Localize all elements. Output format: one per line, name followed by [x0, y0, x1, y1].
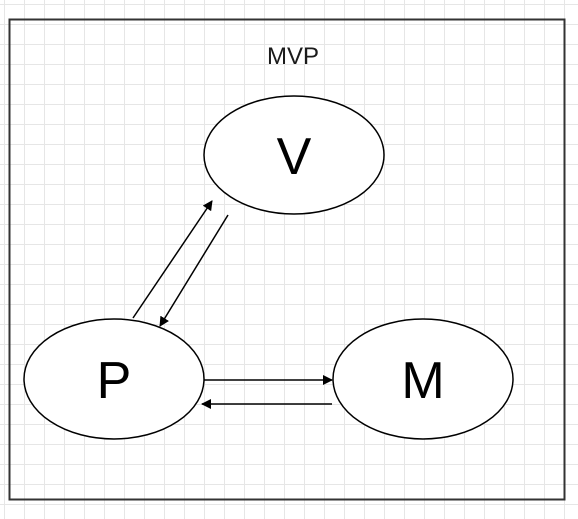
presenter-node-label: P	[97, 352, 132, 410]
presenter-node[interactable]: P	[23, 318, 205, 440]
view-node[interactable]: V	[203, 95, 385, 215]
model-node[interactable]: M	[332, 318, 514, 440]
view-node-shape	[203, 95, 385, 215]
arrow-view-to-presenter[interactable]	[159, 214, 229, 327]
presenter-node-shape	[23, 318, 205, 440]
model-node-shape	[332, 318, 514, 440]
container-title: MVP	[267, 43, 319, 70]
model-node-label: M	[401, 352, 444, 410]
container-box	[8, 18, 566, 501]
arrow-presenter-to-view[interactable]	[132, 200, 213, 319]
view-node-label: V	[277, 128, 312, 186]
